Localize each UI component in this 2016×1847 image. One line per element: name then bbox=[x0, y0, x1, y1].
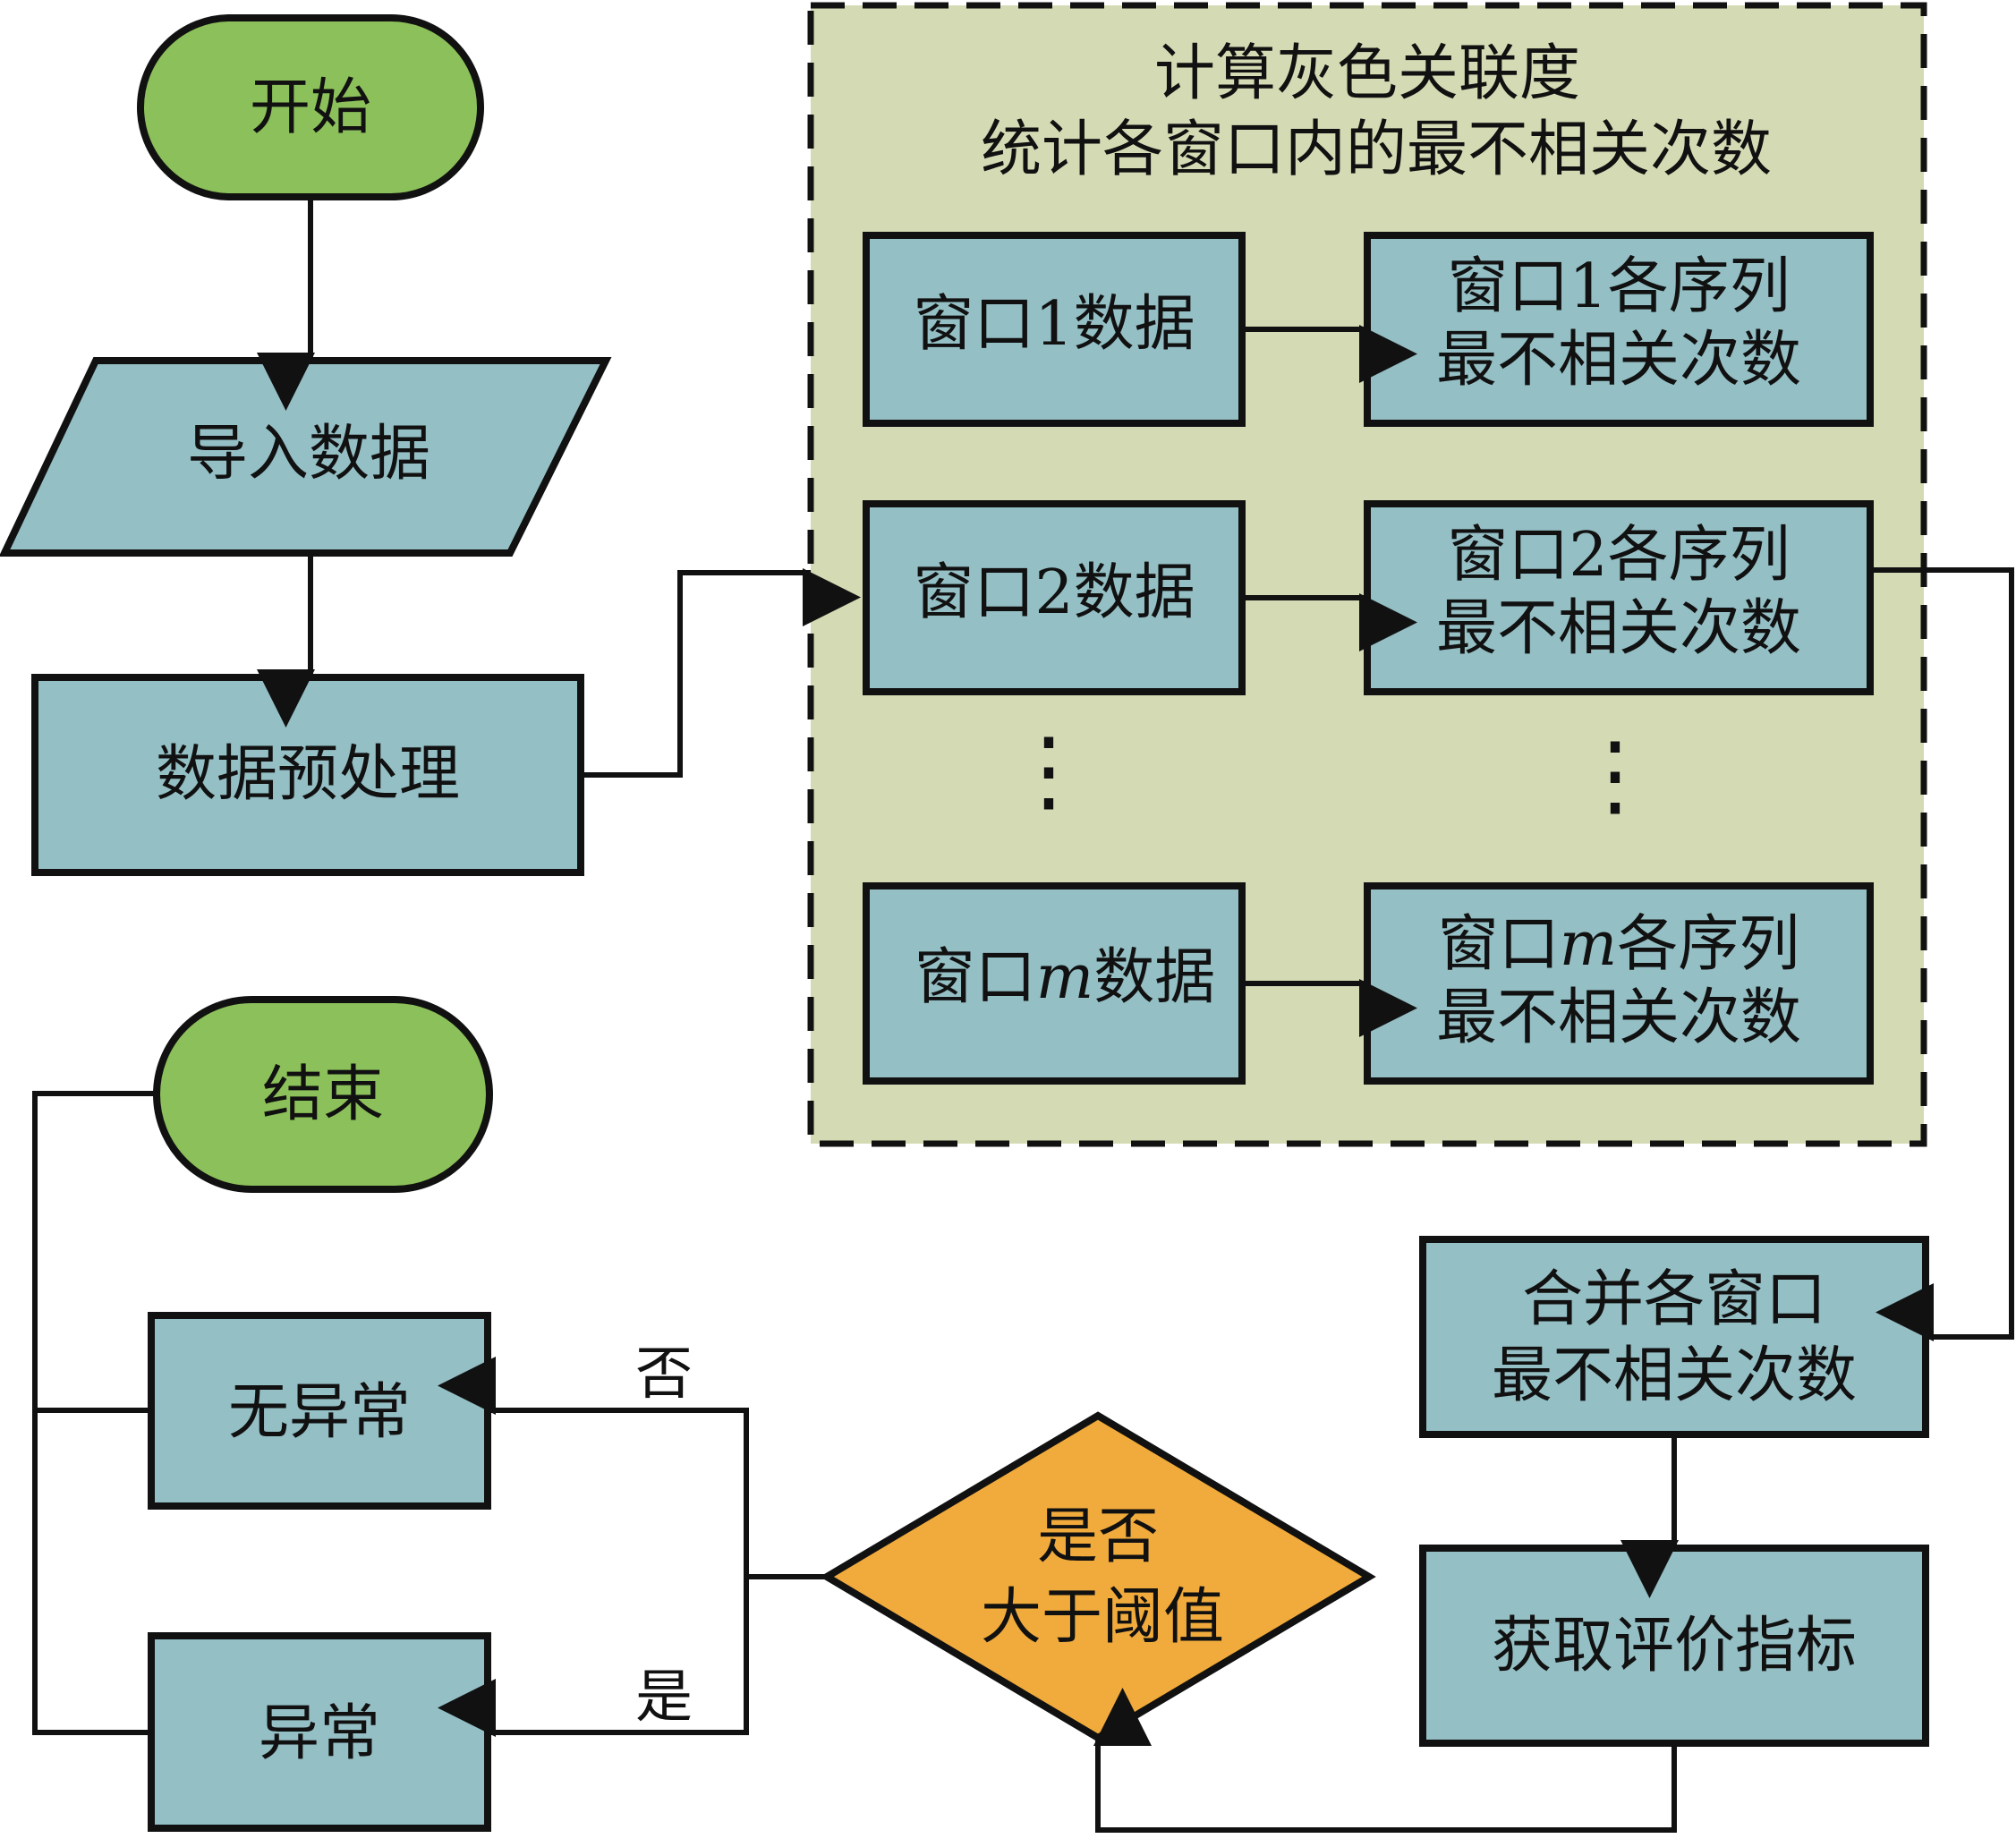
window-2-result-box bbox=[1364, 500, 1874, 695]
window-1-row: 窗口1数据 窗口1各序列 最不相关次数 bbox=[863, 232, 1874, 427]
edge-preprocess-group bbox=[581, 568, 861, 778]
import-node: 导入数据 bbox=[0, 357, 612, 557]
window-m-result-line1: 窗口m各序列 bbox=[1438, 909, 1800, 980]
edge-group-merge bbox=[1870, 567, 2014, 1341]
import-label: 导入数据 bbox=[187, 419, 430, 489]
preprocess-label: 数据预处理 bbox=[156, 739, 460, 810]
anomaly-label: 异常 bbox=[259, 1698, 380, 1769]
edge-metric-decision bbox=[1093, 1688, 1677, 1833]
window-1-result-box bbox=[1364, 232, 1874, 427]
start-label: 开始 bbox=[250, 72, 371, 143]
merge-line2: 最不相关次数 bbox=[1492, 1341, 1857, 1411]
end-label: 结束 bbox=[262, 1060, 384, 1130]
edge-label-no: 否 bbox=[635, 1341, 693, 1408]
anomaly-node: 异常 bbox=[148, 1632, 491, 1832]
start-node: 开始 bbox=[137, 14, 484, 200]
window-m-result-line2: 最不相关次数 bbox=[1436, 983, 1801, 1053]
ellipsis-right: ⋮ bbox=[1570, 722, 1660, 827]
window-2-result-line1: 窗口2各序列 bbox=[1447, 520, 1790, 591]
group-title-line2: 统计各窗口内的最不相关次数 bbox=[981, 115, 1772, 185]
window-m-data-label: 窗口m数据 bbox=[914, 942, 1216, 1013]
edge-label-yes: 是 bbox=[635, 1664, 693, 1731]
merge-line1: 合并各窗口 bbox=[1522, 1264, 1826, 1335]
window-m-row: 窗口m数据 窗口m各序列 最不相关次数 bbox=[863, 882, 1874, 1085]
edge-branch-no bbox=[438, 1357, 749, 1577]
window-2-row: 窗口2数据 窗口2各序列 最不相关次数 bbox=[863, 500, 1874, 695]
metric-node: 获取评价指标 bbox=[1419, 1545, 1929, 1747]
window-1-result-line2: 最不相关次数 bbox=[1436, 325, 1801, 396]
no-anomaly-box bbox=[148, 1312, 491, 1510]
merge-box bbox=[1419, 1236, 1929, 1438]
preprocess-node: 数据预处理 bbox=[31, 674, 584, 876]
ellipsis-left: ⋮ bbox=[1004, 718, 1093, 822]
window-2-data-label: 窗口2数据 bbox=[913, 558, 1195, 628]
decision-line1: 是否 bbox=[1037, 1502, 1159, 1572]
anomaly-box bbox=[148, 1632, 491, 1832]
window-1-data-box bbox=[863, 232, 1246, 427]
no-anomaly-label: 无异常 bbox=[228, 1377, 411, 1448]
no-anomaly-node: 无异常 bbox=[148, 1312, 491, 1510]
decision-node: 是否 大于阈值 bbox=[820, 1411, 1376, 1742]
decision-line2: 大于阈值 bbox=[981, 1582, 1224, 1653]
metric-label: 获取评价指标 bbox=[1492, 1611, 1857, 1681]
group-title-line1: 计算灰色关联度 bbox=[1154, 38, 1580, 109]
import-parallelogram bbox=[0, 357, 612, 557]
merge-node: 合并各窗口 最不相关次数 bbox=[1419, 1236, 1929, 1438]
window-1-result-line1: 窗口1各序列 bbox=[1447, 251, 1790, 322]
window-2-result-line2: 最不相关次数 bbox=[1436, 593, 1801, 664]
window-m-result-box bbox=[1364, 882, 1874, 1085]
edge-branch-yes bbox=[438, 1577, 749, 1737]
decision-diamond bbox=[820, 1411, 1376, 1742]
end-node: 结束 bbox=[153, 996, 493, 1193]
window-1-data-label: 窗口1数据 bbox=[913, 289, 1195, 360]
